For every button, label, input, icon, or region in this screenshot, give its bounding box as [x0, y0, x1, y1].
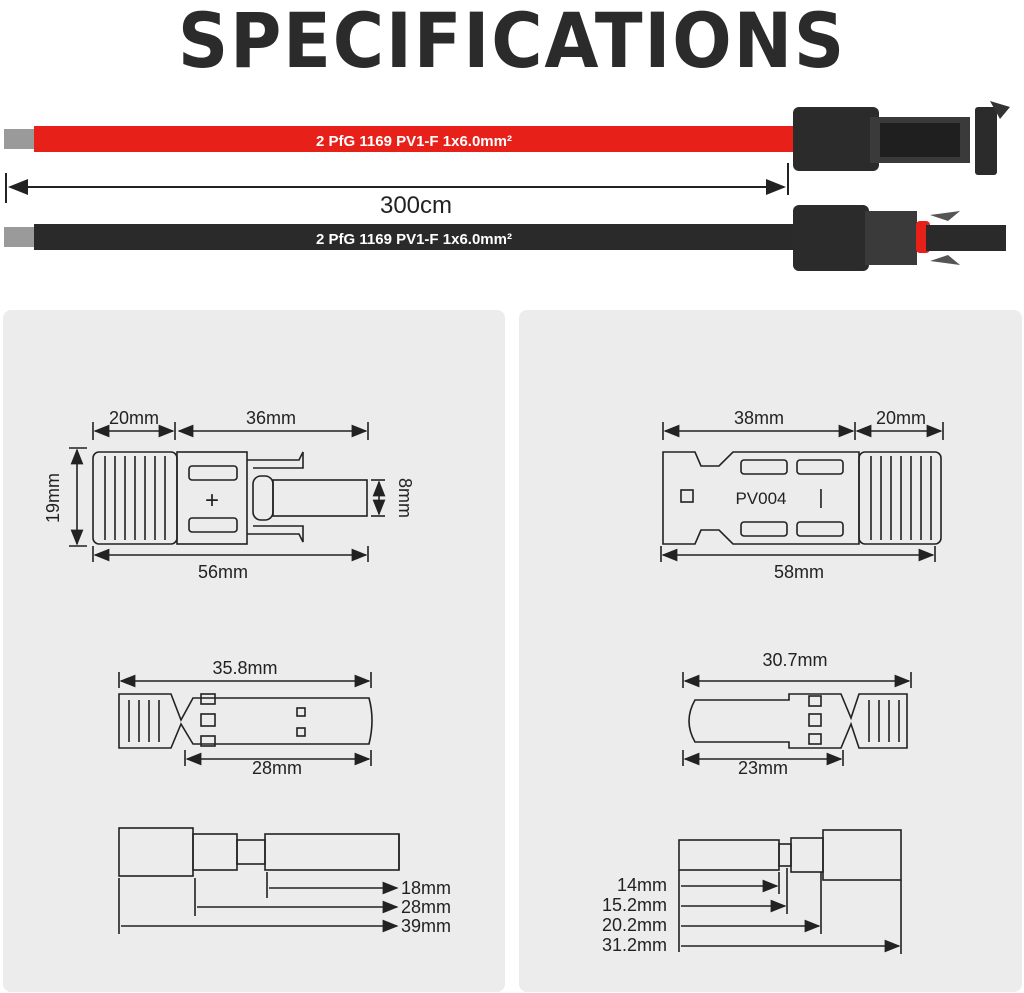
female-polarity: |: [818, 487, 823, 509]
female-contact-d3: 20.2mm: [602, 915, 667, 935]
female-model: PV004: [735, 489, 786, 508]
cable-diagram: 2 PfG 1169 PV1-F 1x6.0mm² 300cm 2 PfG 11…: [4, 101, 1010, 271]
female-contact-d1: 14mm: [617, 875, 667, 895]
male-pin-width: 8mm: [395, 478, 415, 518]
red-cable-label: 2 PfG 1169 PV1-F 1x6.0mm²: [316, 133, 512, 150]
male-polarity: +: [205, 487, 219, 514]
female-connector-panel: [519, 310, 1022, 992]
male-connector-drawings: 20mm 36mm 19mm 8mm + 56mm 35.8mm 28mm 18…: [43, 408, 451, 936]
male-contact-d1: 18mm: [401, 878, 451, 898]
female-connector-drawings: 38mm 20mm PV004 | 58mm 30.7mm 23mm 14mm …: [602, 408, 944, 955]
male-connector-panel: [3, 310, 505, 992]
female-connector-graphic: [793, 205, 1006, 271]
cable-length-label: 300cm: [380, 192, 452, 219]
male-connector-graphic: [793, 101, 1010, 175]
red-cable-tip: [4, 129, 38, 149]
female-contact-d4: 31.2mm: [602, 935, 667, 955]
red-cable: [34, 126, 804, 152]
female-dim-a: 38mm: [734, 408, 784, 428]
black-cable: [34, 224, 804, 250]
male-dim-b: 36mm: [246, 408, 296, 428]
female-dim-b: 20mm: [876, 408, 926, 428]
pin-body: 28mm: [252, 758, 302, 778]
socket-total: 30.7mm: [762, 650, 827, 670]
black-cable-label: 2 PfG 1169 PV1-F 1x6.0mm²: [316, 231, 512, 248]
black-cable-tip: [4, 227, 38, 247]
male-total: 56mm: [198, 562, 248, 582]
female-total: 58mm: [774, 562, 824, 582]
female-contact-d2: 15.2mm: [602, 895, 667, 915]
pin-total: 35.8mm: [212, 658, 277, 678]
male-contact-d3: 39mm: [401, 916, 451, 936]
page-title: SPECIFICATIONS: [177, 0, 847, 85]
socket-body: 23mm: [738, 758, 788, 778]
male-contact-d2: 28mm: [401, 897, 451, 917]
male-dim-a: 20mm: [109, 408, 159, 428]
male-height: 19mm: [43, 473, 63, 523]
